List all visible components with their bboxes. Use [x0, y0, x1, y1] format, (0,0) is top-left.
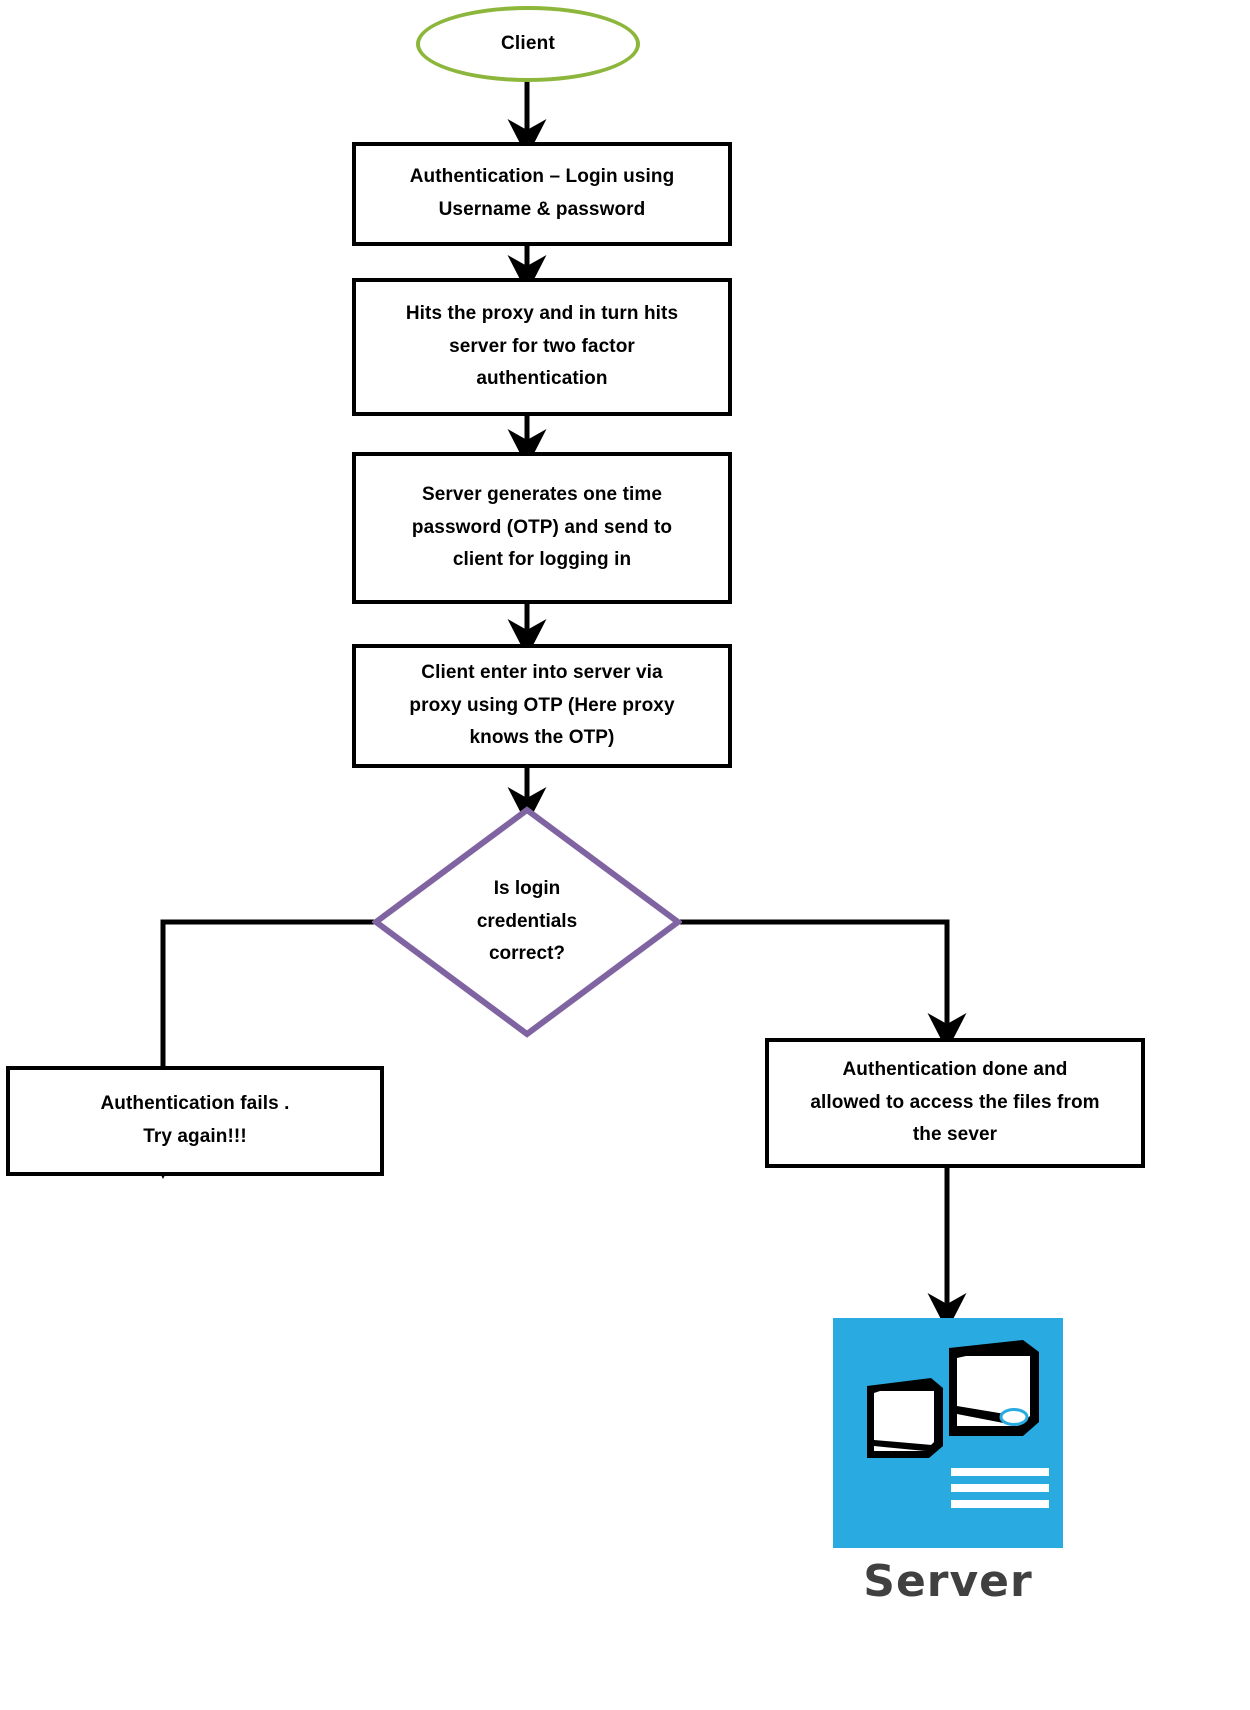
edge-decision-to-auth-success — [680, 919, 967, 1052]
node-auth-fails-line1: Authentication fails . — [100, 1093, 290, 1115]
node-authentication-login-line2: Username & password — [438, 199, 646, 220]
node-auth-success-line3: the sever — [912, 1124, 998, 1146]
node-auth-success-line1: Authentication done and — [842, 1058, 1068, 1080]
node-auth-fails-line2: Try again!!! — [143, 1126, 247, 1147]
node-client-enters-server-label: Client enter into server via proxy using… — [393, 657, 690, 755]
server-base-lines-icon — [951, 1468, 1049, 1508]
node-client-enters-server-line1: Client enter into server via — [421, 661, 663, 683]
server-left-screen-icon — [867, 1378, 943, 1458]
node-client[interactable]: Client — [416, 6, 640, 82]
node-decision-credentials-line3: correct? — [488, 943, 565, 965]
node-server-generates-otp-line2: password (OTP) and send to — [411, 516, 673, 538]
node-auth-success[interactable]: Authentication done and allowed to acces… — [765, 1038, 1145, 1168]
node-decision-credentials-label: Is login credentials correct? — [372, 806, 682, 1038]
node-hits-proxy-line3: authentication — [476, 368, 608, 390]
node-authentication-login[interactable]: Authentication – Login using Username & … — [352, 142, 732, 246]
node-decision-credentials-line1: Is login — [493, 877, 561, 899]
node-client-label: Client — [501, 33, 555, 54]
node-server-generates-otp-label: Server generates one time password (OTP)… — [396, 479, 688, 577]
node-hits-proxy-label: Hits the proxy and in turn hits server f… — [390, 298, 694, 396]
node-client-enters-server-line2: proxy using OTP (Here proxy — [409, 694, 675, 716]
node-hits-proxy-line1: Hits the proxy and in turn hits — [405, 302, 679, 324]
server-icon-tile — [833, 1318, 1063, 1548]
node-decision-credentials[interactable]: Is login credentials correct? — [372, 806, 682, 1038]
node-auth-success-label: Authentication done and allowed to acces… — [794, 1054, 1115, 1152]
node-authentication-login-label: Authentication – Login using Username & … — [394, 161, 691, 226]
node-auth-fails[interactable]: Authentication fails . Try again!!! — [6, 1066, 384, 1176]
node-server-generates-otp-line3: client for logging in — [452, 549, 632, 571]
node-server[interactable]: Server — [833, 1318, 1063, 1710]
node-server-generates-otp[interactable]: Server generates one time password (OTP)… — [352, 452, 732, 604]
server-caption: Server — [863, 1556, 1033, 1607]
decision-diamond-shape — [372, 806, 682, 1038]
node-hits-proxy-line2: server for two factor — [449, 335, 635, 357]
server-right-screen-icon — [949, 1340, 1039, 1436]
node-authentication-login-line1: Authentication – Login using — [409, 166, 675, 188]
node-client-enters-server[interactable]: Client enter into server via proxy using… — [352, 644, 732, 768]
node-client-enters-server-line3: knows the OTP) — [469, 727, 615, 749]
node-auth-success-line2: allowed to access the files from — [810, 1091, 1100, 1113]
node-decision-credentials-line2: credentials — [476, 910, 578, 932]
node-auth-fails-label: Authentication fails . Try again!!! — [84, 1088, 305, 1153]
server-stack-icon — [867, 1340, 1049, 1508]
node-hits-proxy[interactable]: Hits the proxy and in turn hits server f… — [352, 278, 732, 416]
node-server-generates-otp-line1: Server generates one time — [421, 483, 663, 505]
